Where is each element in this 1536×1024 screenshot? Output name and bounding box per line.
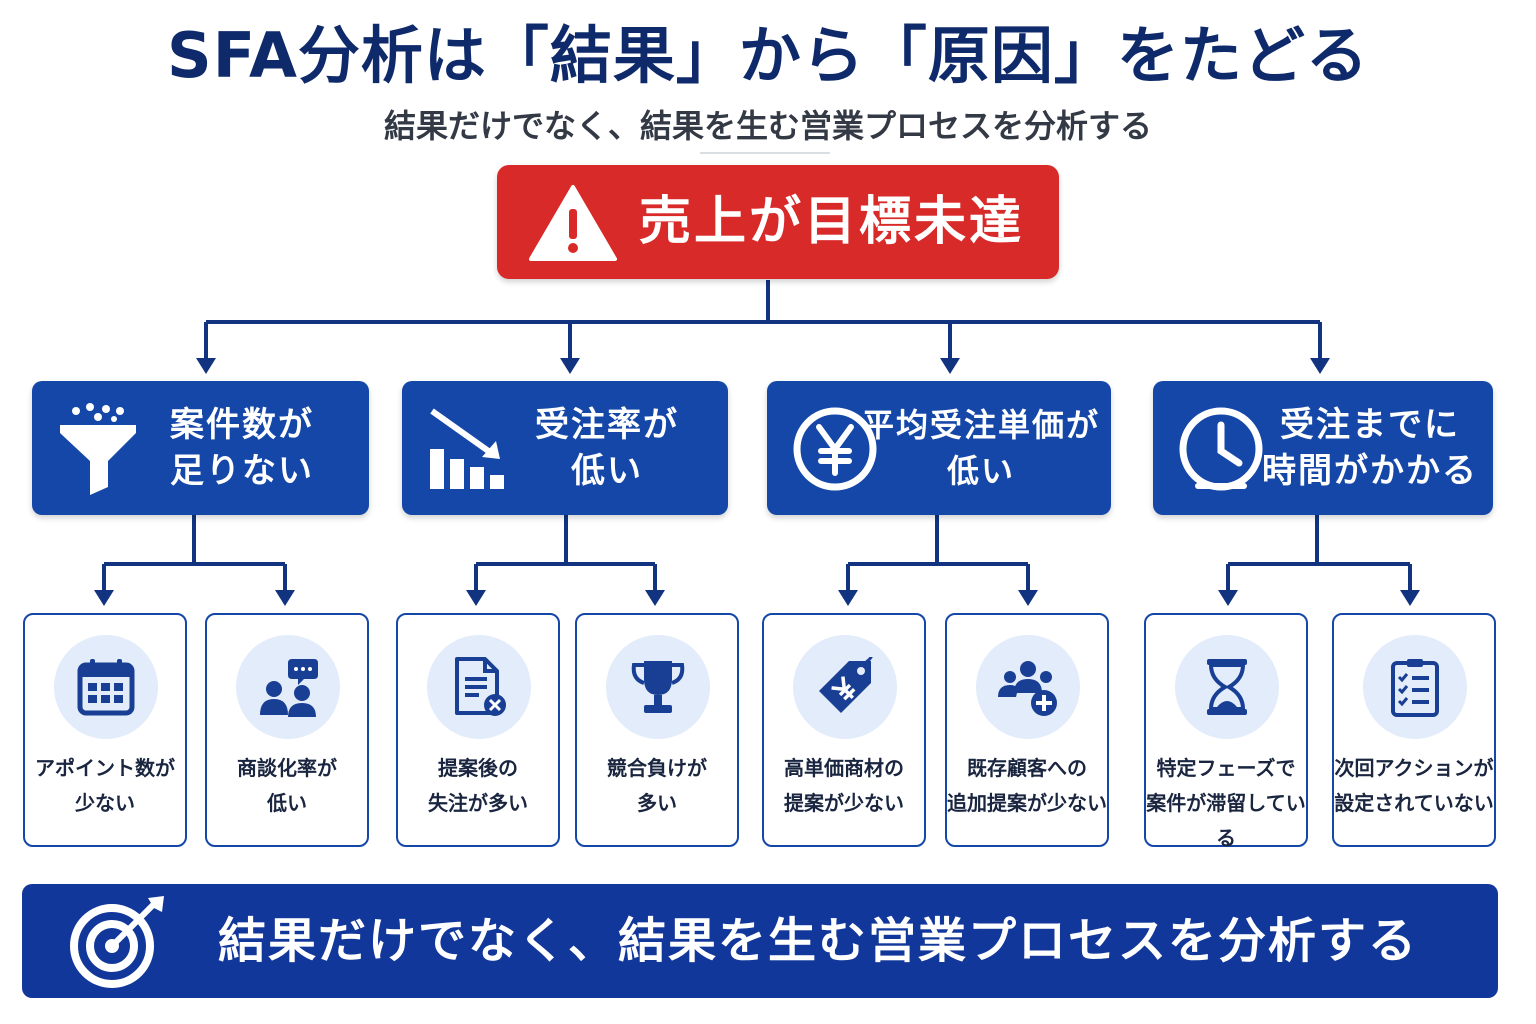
declining-chart-icon bbox=[430, 408, 504, 489]
rejected-document-icon bbox=[455, 657, 506, 716]
connector-cause-4-details bbox=[1226, 515, 1412, 594]
checklist-icon bbox=[1391, 659, 1439, 717]
arrow-to-cause-3 bbox=[940, 358, 960, 374]
page-subtitle: 結果だけでなく、結果を生む営業プロセスを分析する bbox=[383, 107, 1152, 145]
detail-icon-circle bbox=[976, 635, 1080, 739]
detail-label-4-1: 特定フェーズで 案件が滞留している bbox=[1146, 756, 1306, 850]
detail-icon-circle bbox=[1175, 635, 1279, 739]
cause-box-3: 平均受注単価が 低い bbox=[767, 381, 1111, 515]
detail-label-3-1: 高単価商材の 提案が少ない bbox=[784, 756, 904, 815]
clock-icon bbox=[1179, 407, 1263, 491]
arrow-to-detail-2-1 bbox=[466, 590, 486, 606]
arrow-to-detail-3-2 bbox=[1018, 590, 1038, 606]
yen-price-tag-icon bbox=[819, 657, 873, 713]
arrow-to-cause-4 bbox=[1310, 358, 1330, 374]
result-box: 売上が目標未達 bbox=[497, 165, 1059, 279]
detail-label-1-1: アポイント数が 少ない bbox=[35, 756, 175, 815]
detail-icon-circle bbox=[1363, 635, 1467, 739]
arrow-to-detail-1-2 bbox=[275, 590, 295, 606]
detail-icon-circle bbox=[427, 635, 531, 739]
cause-label-4: 受注までに 時間がかかる bbox=[1262, 405, 1478, 491]
detail-card-1-2: 商談化率が 低い bbox=[205, 613, 369, 847]
page-title: SFA分析は「結果」から「原因」をたどる bbox=[167, 19, 1369, 92]
yen-icon bbox=[793, 407, 877, 491]
detail-card-3-2: 既存顧客への 追加提案が少ない bbox=[945, 613, 1109, 847]
arrow-to-detail-1-1 bbox=[94, 590, 114, 606]
detail-card-2-1: 提案後の 失注が多い bbox=[396, 613, 560, 847]
result-label: 売上が目標未達 bbox=[639, 192, 1025, 252]
detail-label-3-2: 既存顧客への 追加提案が少ない bbox=[947, 756, 1107, 815]
hourglass-icon bbox=[1207, 659, 1247, 715]
cause-box-1: 案件数が 足りない bbox=[32, 381, 369, 515]
cause-label-3: 平均受注単価が 低い bbox=[861, 406, 1100, 490]
detail-icon-circle bbox=[54, 635, 158, 739]
footer-label: 結果だけでなく、結果を生む営業プロセスを分析する bbox=[218, 913, 1419, 969]
detail-label-4-2: 次回アクションが 設定されていない bbox=[1334, 756, 1494, 815]
arrow-to-detail-4-2 bbox=[1400, 590, 1420, 606]
detail-label-2-2: 競合負けが 多い bbox=[607, 756, 707, 815]
detail-card-4-1: 特定フェーズで 案件が滞留している bbox=[1144, 613, 1308, 850]
arrow-to-cause-2 bbox=[560, 358, 580, 374]
cause-box-2: 受注率が 低い bbox=[402, 381, 728, 515]
detail-card-3-1: 高単価商材の 提案が少ない bbox=[762, 613, 926, 847]
calendar-icon bbox=[77, 659, 135, 716]
detail-card-1-1: アポイント数が 少ない bbox=[23, 613, 187, 847]
detail-label-2-1: 提案後の 失注が多い bbox=[428, 756, 528, 815]
connector-cause-1-details bbox=[102, 515, 287, 594]
meeting-icon bbox=[260, 659, 318, 717]
footer-banner: 結果だけでなく、結果を生む営業プロセスを分析する bbox=[22, 884, 1498, 998]
connector-cause-2-details bbox=[474, 515, 657, 594]
funnel-icon bbox=[60, 403, 136, 495]
detail-label-1-2: 商談化率が 低い bbox=[237, 756, 337, 815]
arrow-to-cause-1 bbox=[196, 358, 216, 374]
connector-cause-3-details bbox=[846, 515, 1030, 594]
warning-icon bbox=[529, 185, 617, 261]
arrow-to-detail-3-1 bbox=[838, 590, 858, 606]
detail-card-4-2: 次回アクションが 設定されていない bbox=[1332, 613, 1496, 847]
detail-icon-circle bbox=[606, 635, 710, 739]
arrow-to-detail-2-2 bbox=[645, 590, 665, 606]
add-customers-icon bbox=[998, 661, 1057, 716]
cause-label-1: 案件数が 足りない bbox=[170, 405, 314, 491]
trophy-icon bbox=[631, 661, 685, 713]
cause-label-2: 受注率が 低い bbox=[535, 405, 679, 491]
arrow-to-detail-4-1 bbox=[1218, 590, 1238, 606]
cause-box-4: 受注までに 時間がかかる bbox=[1153, 381, 1493, 515]
detail-icon-circle bbox=[236, 635, 340, 739]
detail-card-2-2: 競合負けが 多い bbox=[575, 613, 739, 847]
title-divider bbox=[700, 152, 830, 154]
detail-icon-circle bbox=[793, 635, 897, 739]
target-icon bbox=[70, 896, 164, 988]
